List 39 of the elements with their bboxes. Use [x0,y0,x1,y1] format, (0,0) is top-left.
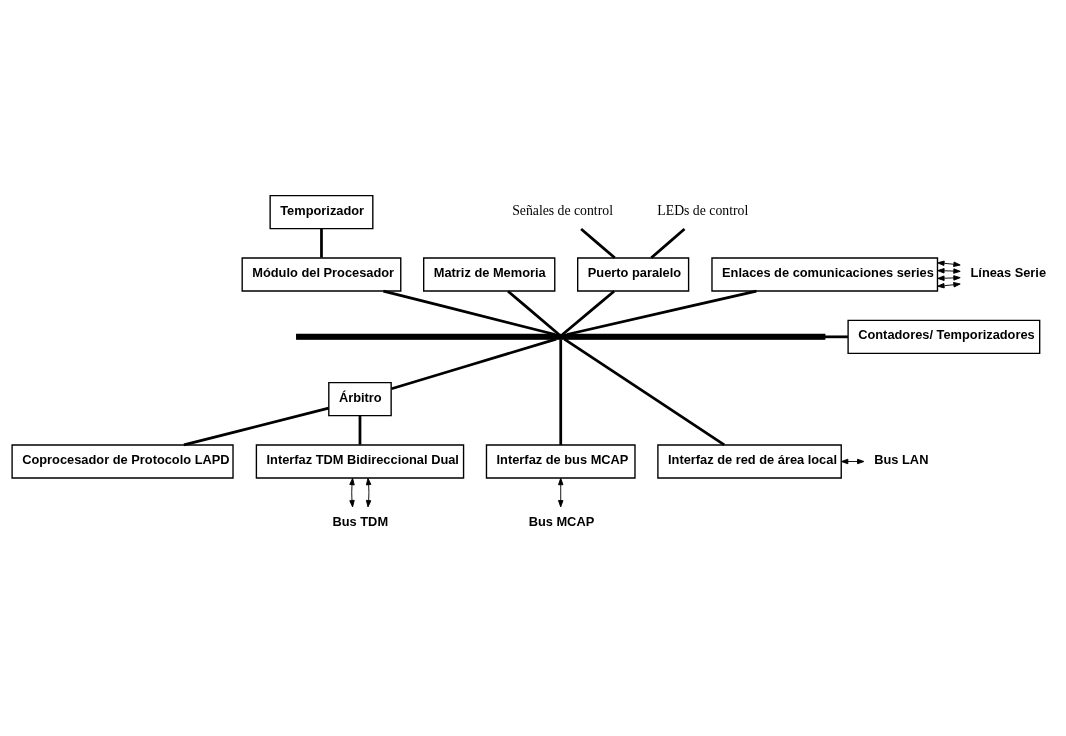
connector [650,227,686,259]
arrow [937,275,961,281]
connector [580,227,616,259]
connector [358,416,362,445]
arrow [365,477,372,508]
node-box: Interfaz TDM Bidireccional Dual [255,444,465,479]
node-box: Interfaz de red de área local [657,444,842,479]
node-box: Temporizador [269,195,374,230]
node-box: Interfaz de bus MCAP [485,444,636,479]
connector [559,339,563,445]
connector [563,338,726,446]
node-box: Módulo del Procesador [241,257,402,292]
node-text: Bus TDM [332,514,389,530]
arrow [937,260,961,267]
connector [824,335,848,339]
connector [507,290,560,336]
node-text: LEDs de control [657,203,749,219]
arrow [840,458,865,465]
node-box: Matriz de Memoria [423,257,556,292]
arrow [937,282,961,289]
node-box: Enlaces de comunicaciones series [711,257,939,292]
node-box: Árbitro [328,382,392,417]
connector [391,337,557,391]
node-box: Contadores/ Temporizadores [847,319,1041,354]
node-box: Puerto paralelo [577,257,690,292]
node-text: Bus MCAP [528,514,595,530]
arrow [349,477,355,508]
connector [561,290,615,336]
node-text: Líneas Serie [970,264,1047,280]
node-box: Coprocesador de Protocolo LAPD [11,444,234,479]
node-text: Señales de control [512,203,613,219]
node-bar [296,333,826,340]
connector [566,289,757,336]
connector [183,406,330,447]
node-text: Bus LAN [874,451,929,467]
arrow [558,477,564,508]
arrow [937,268,961,274]
connector [383,289,556,336]
connector [320,229,323,258]
